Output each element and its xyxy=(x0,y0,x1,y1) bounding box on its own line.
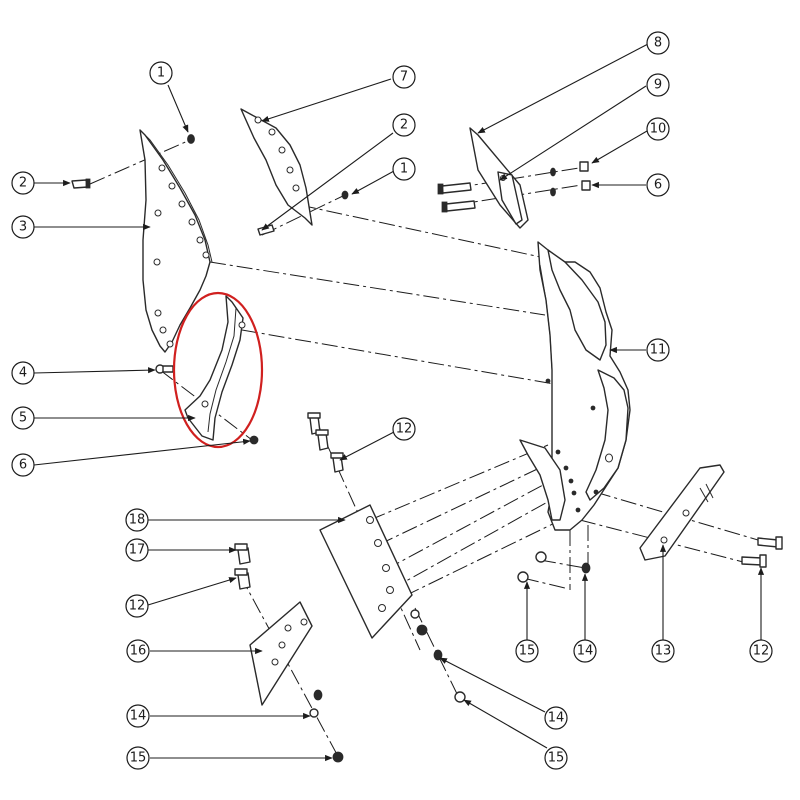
part-5-shin-piece xyxy=(172,291,264,449)
svg-text:8: 8 xyxy=(654,36,662,51)
svg-text:4: 4 xyxy=(19,366,27,381)
svg-text:9: 9 xyxy=(654,78,662,93)
callout-7: 7 xyxy=(392,65,416,89)
svg-text:12: 12 xyxy=(129,599,146,614)
callout-9: 9 xyxy=(646,73,670,97)
svg-text:11: 11 xyxy=(650,343,667,358)
callout-14-center: 14 xyxy=(544,706,568,730)
svg-text:10: 10 xyxy=(650,122,667,137)
svg-text:15: 15 xyxy=(519,644,536,659)
part-3-shin-plate xyxy=(71,129,213,374)
part-13-side-plate xyxy=(517,464,783,583)
part-8-bracket xyxy=(437,127,591,229)
callout-12-right: 12 xyxy=(749,639,773,663)
callout-1-left: 1 xyxy=(149,61,173,85)
callout-15-left: 15 xyxy=(126,746,150,770)
svg-text:7: 7 xyxy=(400,70,408,85)
svg-text:6: 6 xyxy=(654,178,662,193)
callout-12-top: 12 xyxy=(392,417,416,441)
highlight-ring-part-5 xyxy=(172,291,264,449)
callout-6-right: 6 xyxy=(646,173,670,197)
callout-6-left: 6 xyxy=(11,453,35,477)
callout-8: 8 xyxy=(646,31,670,55)
callouts: 1 2 3 4 5 6 7 2 1 8 9 10 6 11 12 18 17 1… xyxy=(11,31,773,770)
svg-text:2: 2 xyxy=(400,118,408,133)
svg-text:12: 12 xyxy=(753,644,770,659)
svg-text:5: 5 xyxy=(19,411,27,426)
callout-2-mid: 2 xyxy=(392,113,416,137)
svg-text:16: 16 xyxy=(130,644,147,659)
svg-text:6: 6 xyxy=(19,458,27,473)
callout-11: 11 xyxy=(646,338,670,362)
svg-text:14: 14 xyxy=(130,709,147,724)
callout-4: 4 xyxy=(11,361,35,385)
callout-14-left: 14 xyxy=(126,704,150,728)
callout-18: 18 xyxy=(125,508,149,532)
svg-text:13: 13 xyxy=(655,644,672,659)
callout-5: 5 xyxy=(11,406,35,430)
callout-17: 17 xyxy=(125,538,149,562)
svg-text:1: 1 xyxy=(400,162,408,177)
callout-14-bottom: 14 xyxy=(573,639,597,663)
svg-text:12: 12 xyxy=(396,422,413,437)
part-7-plate xyxy=(240,108,349,236)
callout-16: 16 xyxy=(126,639,150,663)
callout-13: 13 xyxy=(651,639,675,663)
svg-text:2: 2 xyxy=(19,176,27,191)
part-16-lower-plate xyxy=(234,543,344,763)
leader-lines xyxy=(33,43,765,762)
callout-1-mid: 1 xyxy=(392,157,416,181)
callout-15-bottom: 15 xyxy=(515,639,539,663)
part-11-frog xyxy=(519,241,631,531)
svg-text:17: 17 xyxy=(129,543,146,558)
svg-text:15: 15 xyxy=(130,751,147,766)
svg-text:18: 18 xyxy=(129,513,146,528)
svg-text:15: 15 xyxy=(548,751,565,766)
svg-text:14: 14 xyxy=(577,644,594,659)
svg-text:1: 1 xyxy=(157,66,165,81)
part-18-mounting-plate xyxy=(307,412,466,703)
callout-10: 10 xyxy=(646,117,670,141)
callout-12-left: 12 xyxy=(125,594,149,618)
svg-text:14: 14 xyxy=(548,711,565,726)
svg-text:3: 3 xyxy=(19,220,27,235)
callout-3: 3 xyxy=(11,215,35,239)
callout-15-center: 15 xyxy=(544,746,568,770)
callout-2-left: 2 xyxy=(11,171,35,195)
